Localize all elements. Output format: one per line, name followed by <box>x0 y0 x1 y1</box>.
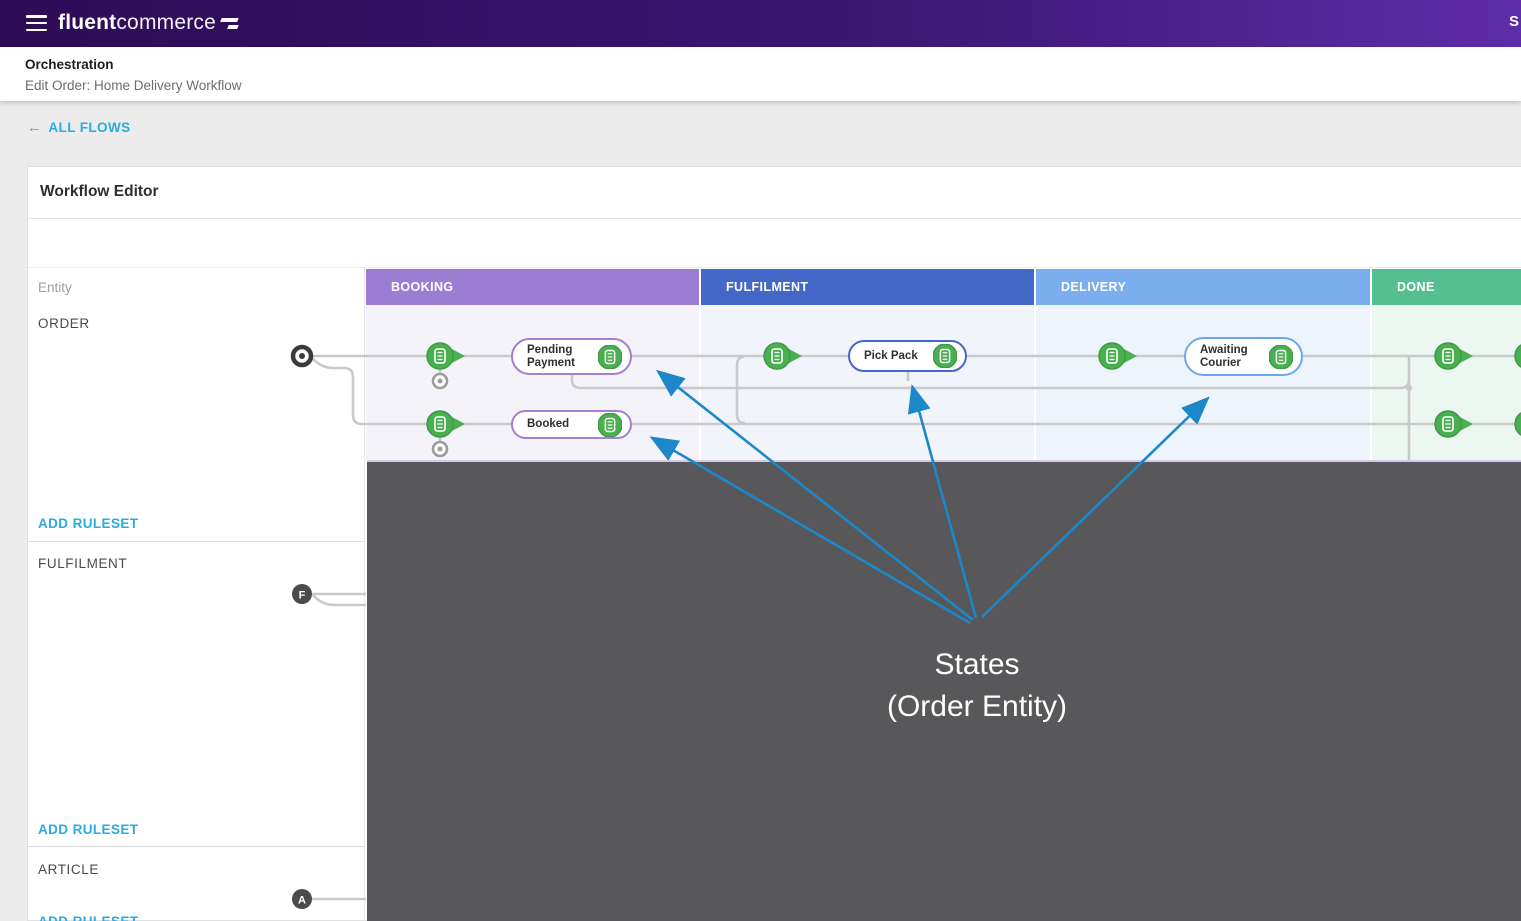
annotation-overlay: States (Order Entity) <box>367 460 1521 921</box>
back-arrow-icon: ← <box>27 119 43 136</box>
stage-header-done[interactable]: DONE <box>1372 269 1521 305</box>
stage-column-delivery <box>1036 305 1370 460</box>
ruleset-icon[interactable] <box>1269 344 1293 369</box>
add-ruleset-button-fulfilment[interactable]: ADD RULESET <box>38 822 139 837</box>
ruleset-icon[interactable] <box>598 344 622 369</box>
stage-column-fulfilment <box>701 305 1034 460</box>
stage-header-booking[interactable]: BOOKING <box>366 269 699 305</box>
stage-header-delivery[interactable]: DELIVERY <box>1036 269 1370 305</box>
state-node-label: Pick Pack <box>864 349 918 362</box>
state-node-awaiting-courier[interactable]: Awaiting Courier <box>1184 337 1303 376</box>
page-title: Edit Order: Home Delivery Workflow <box>25 78 242 93</box>
fluent-logo-mark-icon <box>220 17 239 29</box>
entity-column-separator <box>364 268 365 921</box>
state-node-pending-payment[interactable]: Pending Payment <box>511 338 632 375</box>
ruleset-icon[interactable] <box>598 412 622 437</box>
divider <box>28 267 1521 268</box>
annotation-caption: States (Order Entity) <box>887 644 1067 728</box>
back-link-label: ALL FLOWS <box>48 120 131 135</box>
state-node-label: Pending Payment <box>527 344 575 369</box>
stage-header-fulfilment[interactable]: FULFILMENT <box>701 269 1034 305</box>
all-flows-back-link[interactable]: ← ALL FLOWS <box>27 119 131 136</box>
logo-text-light: commerce <box>116 11 216 34</box>
entity-column-header: Entity <box>28 269 364 305</box>
card-title: Workflow Editor <box>40 183 159 200</box>
header-right-clipped-text: S <box>1509 13 1520 30</box>
row-divider <box>28 541 364 542</box>
divider <box>28 218 1521 219</box>
ruleset-icon[interactable] <box>933 344 957 368</box>
add-ruleset-button-article[interactable]: ADD RULESET <box>38 914 138 921</box>
hamburger-menu-icon[interactable] <box>26 15 47 32</box>
state-node-booked[interactable]: Booked <box>511 410 632 439</box>
state-node-label: Awaiting Courier <box>1200 344 1248 369</box>
state-node-pick-pack[interactable]: Pick Pack <box>848 340 967 372</box>
annotation-line1: States <box>934 648 1020 681</box>
state-node-label: Booked <box>527 418 570 431</box>
row-divider <box>28 846 364 847</box>
add-ruleset-button-order[interactable]: ADD RULESET <box>38 516 139 531</box>
annotation-line2: (Order Entity) <box>886 690 1068 723</box>
breadcrumb: Orchestration <box>25 57 114 72</box>
entity-row-label-order: ORDER <box>38 316 90 331</box>
page-header: Orchestration Edit Order: Home Delivery … <box>0 47 1521 101</box>
entity-row-label-article: ARTICLE <box>38 862 99 877</box>
logo-text-bold: fluent <box>58 11 117 34</box>
stage-column-done <box>1372 305 1521 460</box>
entity-row-label-fulfilment: FULFILMENT <box>38 556 128 571</box>
